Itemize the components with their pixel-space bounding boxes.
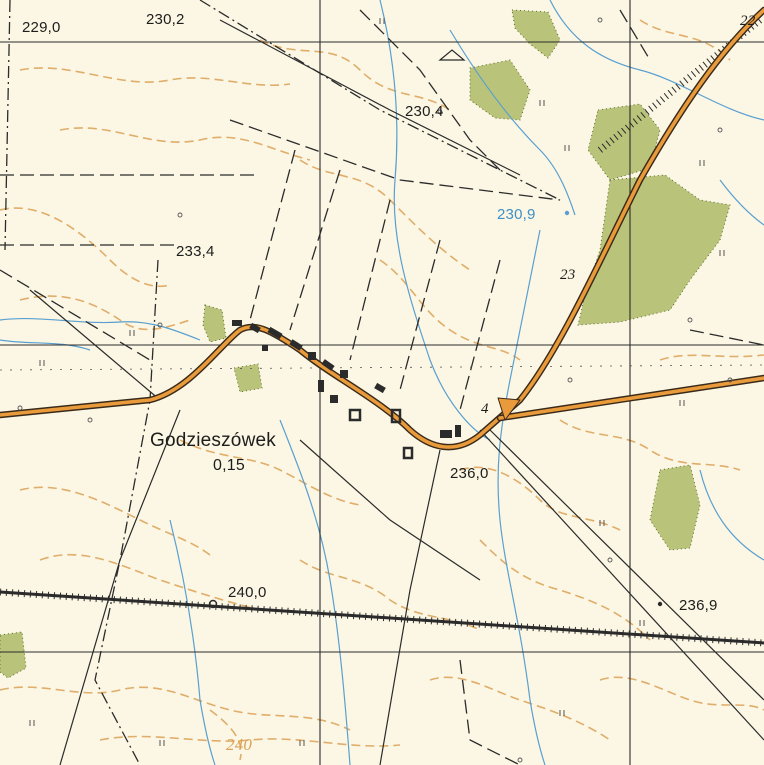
forest-patch-north bbox=[511, 9, 561, 59]
elevation-label-2: 230,4 bbox=[405, 103, 444, 120]
forest-patch-east bbox=[587, 103, 661, 181]
forest-patch-village-north bbox=[202, 304, 227, 343]
survey-point-2369 bbox=[657, 601, 663, 607]
grass-symbols bbox=[29, 18, 725, 746]
place-name-label: Godzieszówek bbox=[150, 430, 276, 451]
field-boundaries bbox=[0, 9, 764, 765]
forest-patch-large bbox=[577, 174, 731, 326]
place-value-label: 0,15 bbox=[213, 457, 245, 474]
railway bbox=[0, 17, 764, 647]
village-buildings bbox=[232, 320, 461, 460]
elevation-label-5: 240,0 bbox=[228, 584, 267, 601]
elevation-label-4: 236,0 bbox=[450, 465, 489, 482]
water-elevation-label: 230,9 bbox=[497, 206, 536, 223]
forest-patch-northeast bbox=[469, 59, 531, 121]
survey-point-2309 bbox=[564, 210, 570, 216]
road-number-4: 4 bbox=[481, 401, 489, 417]
point-dots bbox=[17, 17, 733, 763]
elevation-label-6: 236,9 bbox=[679, 597, 718, 614]
elevation-label-1: 230,2 bbox=[146, 11, 185, 28]
road-number-22: 22 bbox=[740, 13, 756, 29]
contour-label: 240 bbox=[226, 735, 253, 754]
elevation-label-0: 229,0 bbox=[22, 19, 61, 36]
main-road bbox=[0, 6, 764, 451]
path-lines bbox=[0, 19, 764, 765]
elevation-label-3: 233,4 bbox=[176, 243, 215, 260]
forest-areas bbox=[0, 9, 731, 679]
forest-patch-west bbox=[0, 631, 27, 679]
survey-point-240 bbox=[208, 599, 218, 609]
survey-points bbox=[208, 49, 663, 609]
road-number-23: 23 bbox=[560, 267, 576, 283]
forest-patch-south bbox=[649, 464, 701, 551]
triangulation-icon bbox=[438, 49, 466, 61]
forest-patch-village bbox=[233, 363, 263, 393]
